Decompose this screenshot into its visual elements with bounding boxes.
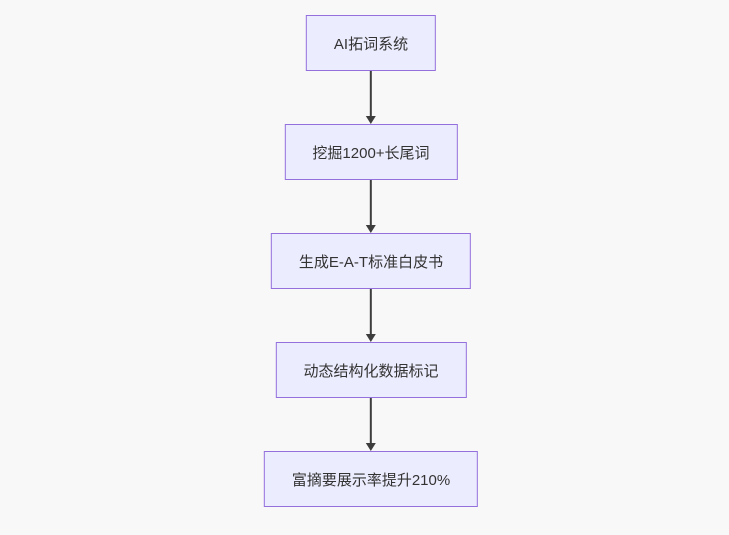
edge-line [370,398,372,443]
edge-4 [366,398,376,451]
edge-2 [366,180,376,233]
flow-node-dynamic-structured-data-markup: 动态结构化数据标记 [275,342,467,398]
arrowhead-down-icon [366,116,376,124]
edge-line [370,71,372,116]
arrowhead-down-icon [366,225,376,233]
flowchart: AI拓词系统 挖掘1200+长尾词 生成E-A-T标准白皮书 动态结构化数据标记… [263,15,479,507]
edge-line [370,289,372,334]
flow-node-generate-eat-whitepaper: 生成E-A-T标准白皮书 [270,233,472,289]
arrowhead-down-icon [366,334,376,342]
arrowhead-down-icon [366,443,376,451]
edge-1 [366,71,376,124]
flow-node-rich-snippet-rate-increase: 富摘要展示率提升210% [263,451,479,507]
edge-line [370,180,372,225]
flow-node-mine-longtail-keywords: 挖掘1200+长尾词 [284,124,458,180]
flow-node-ai-word-expansion-system: AI拓词系统 [305,15,437,71]
edge-3 [366,289,376,342]
